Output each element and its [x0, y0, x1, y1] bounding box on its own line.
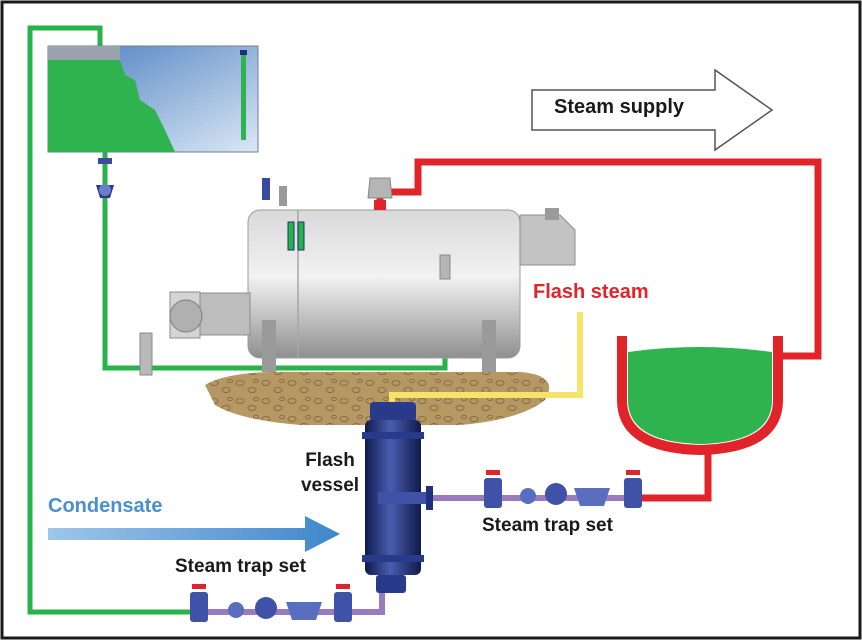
flash-vessel-label-line1: Flash [305, 450, 355, 471]
ground-foundation [205, 371, 550, 425]
flash-vessel-label-line2: vessel [300, 475, 360, 496]
flash-vessel [362, 402, 433, 593]
flash-steam-pipe [389, 312, 583, 404]
feedwater-pipe-left [27, 25, 195, 615]
flash-steam-label: Flash steam [533, 281, 649, 303]
steam-supply-arrow-icon [531, 68, 774, 152]
steam-supply-label: Steam supply [554, 96, 685, 118]
receiver-drain-pipe [640, 448, 712, 502]
steam-trap-set-right-label: Steam trap set [482, 515, 613, 536]
flash-vessel-label: Flash vessel [280, 448, 380, 498]
steam-trap-set-left-icon [190, 584, 352, 622]
feed-valve-icon [96, 158, 114, 198]
condensate-label: Condensate [48, 495, 163, 517]
boiler [139, 177, 576, 376]
condensate-arrow-icon [48, 516, 340, 552]
steam-trap-set-left-label: Steam trap set [175, 556, 306, 577]
condensate-receiver [617, 336, 783, 456]
feed-tank [47, 45, 259, 153]
steam-trap-set-right-icon [484, 470, 642, 508]
